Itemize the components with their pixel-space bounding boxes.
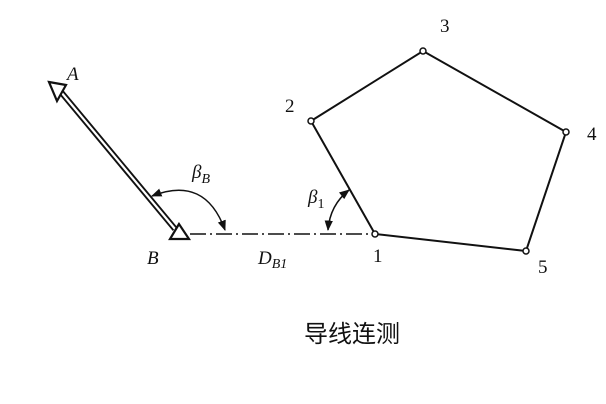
traverse-polygon <box>309 49 568 253</box>
control-line-AB <box>53 84 178 231</box>
traverse-point-4 <box>562 128 570 136</box>
traverse-point-5 <box>522 247 530 255</box>
traverse-point-3 <box>419 47 427 55</box>
label-beta-1-sub: 1 <box>317 197 324 212</box>
angle-arc-beta-1 <box>324 189 350 232</box>
label-beta-B-sub: B <box>201 172 210 187</box>
diagram-caption: 导线连测 <box>304 320 400 348</box>
label-point-3: 3 <box>440 16 450 37</box>
label-beta-B-main: β <box>191 162 202 183</box>
label-B: B <box>147 248 159 269</box>
label-beta-1: β1 <box>307 187 324 212</box>
traverse-point-2 <box>307 117 315 125</box>
label-beta-B: βB <box>191 162 210 187</box>
label-D-sub: B1 <box>272 257 288 272</box>
label-A: A <box>65 64 79 85</box>
traverse-point-1 <box>371 230 379 238</box>
label-D-B1: DB1 <box>257 248 287 272</box>
control-point-B-triangle-icon <box>168 221 192 241</box>
label-beta-1-main: β <box>307 187 318 208</box>
label-point-1: 1 <box>373 246 383 267</box>
angle-arc-beta-B <box>151 188 226 231</box>
label-point-5: 5 <box>538 257 548 278</box>
label-point-2: 2 <box>285 96 295 117</box>
label-D-main: D <box>257 248 272 269</box>
control-point-A-triangle-icon <box>47 80 68 104</box>
label-point-4: 4 <box>587 124 597 145</box>
